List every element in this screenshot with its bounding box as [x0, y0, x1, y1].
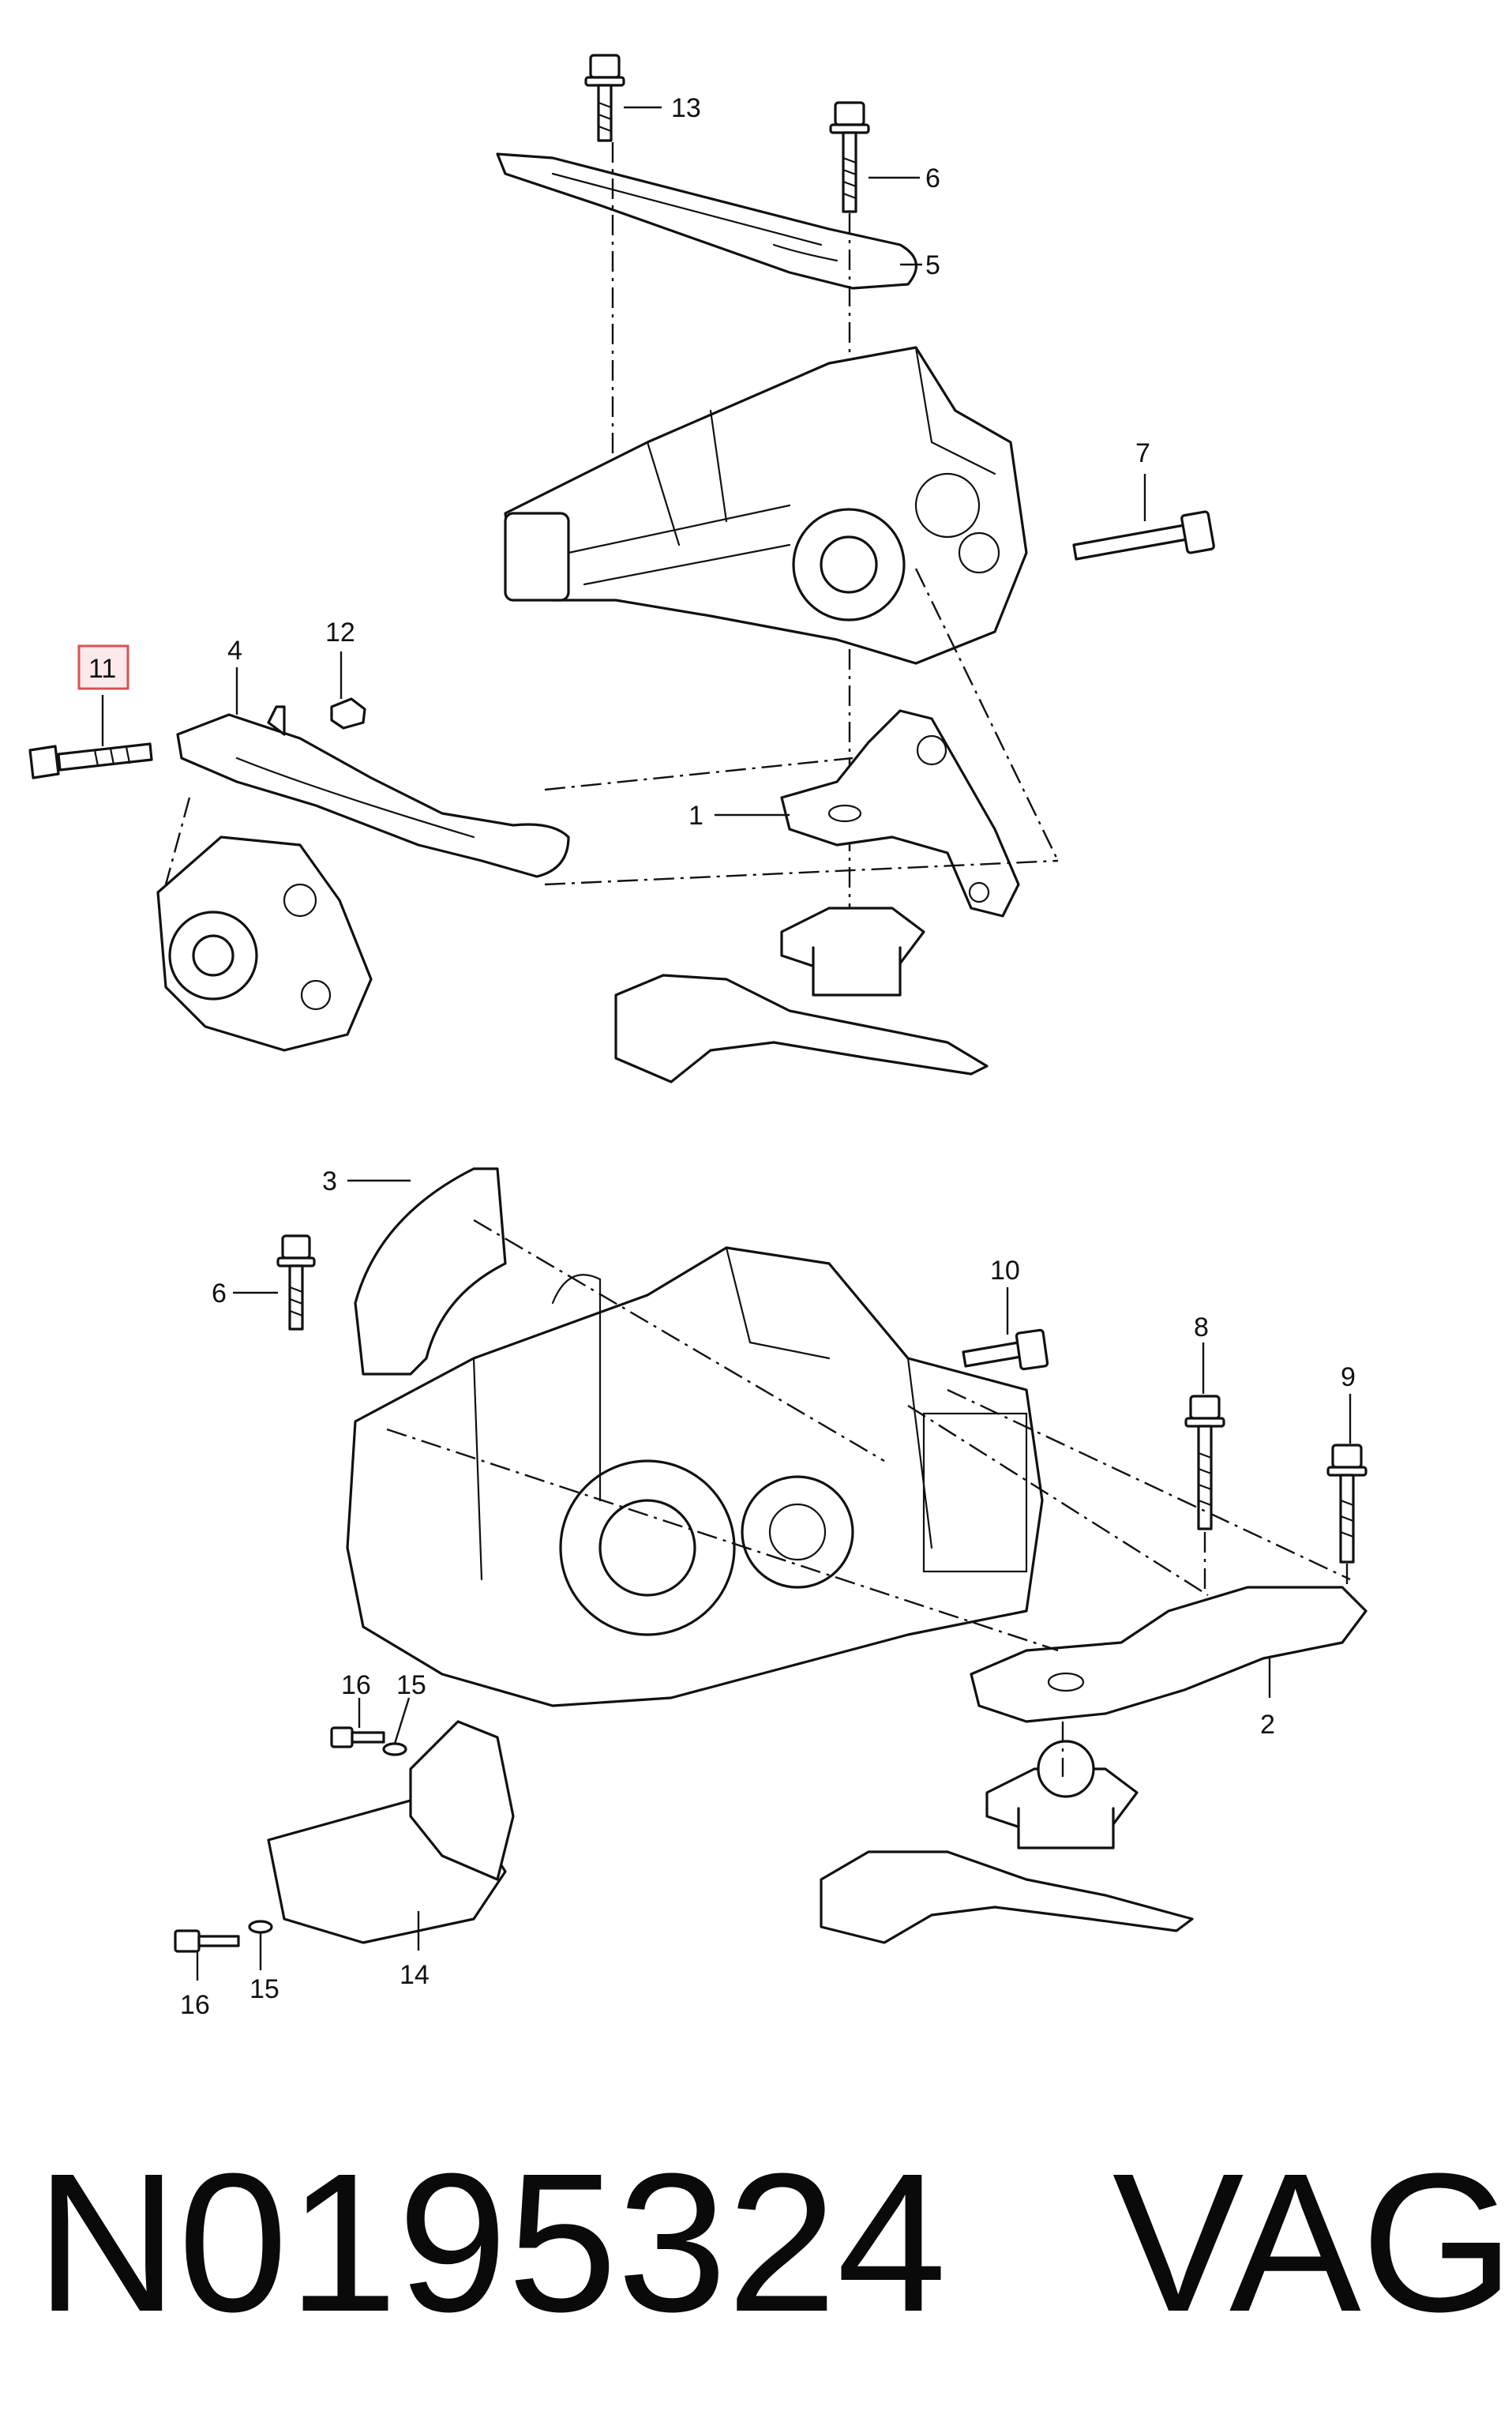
washer-15-upper	[382, 1742, 407, 1756]
bolt-8	[1184, 1395, 1225, 1530]
bracket-14-upper	[409, 1720, 515, 1881]
callout-3: 3	[322, 1166, 337, 1196]
bolt-16-lower	[174, 1929, 240, 1953]
callout-9: 9	[1341, 1362, 1356, 1392]
callout-8: 8	[1194, 1312, 1209, 1342]
callout-11-highlight[interactable]: 11	[77, 644, 129, 690]
callout-16-upper: 16	[341, 1670, 371, 1700]
bolt-7	[1072, 510, 1215, 561]
callout-10: 10	[990, 1256, 1020, 1286]
bolt-13	[584, 54, 625, 142]
bolt-10	[962, 1328, 1049, 1371]
bracket-2	[970, 1586, 1368, 1723]
callout-6-upper: 6	[925, 163, 940, 193]
bolt-11	[28, 742, 153, 779]
bracket-4	[176, 705, 570, 878]
part-number: N0195324	[36, 2132, 947, 2353]
callout-11: 11	[88, 654, 116, 684]
subframe-lower	[820, 1850, 1194, 1944]
leader-lines	[101, 106, 1352, 1981]
bolt-16-upper	[330, 1726, 385, 1748]
callout-1: 1	[688, 801, 703, 831]
rubber-mount-upper	[780, 907, 925, 997]
callout-7: 7	[1135, 438, 1150, 468]
callouts: 13 6 5 7 11 4 12 1 3 6 10 8 9 2 16 15 14…	[77, 93, 1356, 2020]
bolt-9	[1326, 1444, 1368, 1564]
cover-3	[354, 1167, 507, 1376]
callout-16-lower: 16	[180, 1990, 210, 2020]
callout-6-lower: 6	[212, 1279, 227, 1309]
callout-5: 5	[925, 250, 940, 280]
pump-housing	[156, 835, 373, 1052]
rubber-mount-lower	[985, 1740, 1139, 1849]
callout-4: 4	[227, 636, 242, 666]
callout-15-lower: 15	[249, 1974, 280, 2004]
bolt-6-lower	[276, 1234, 316, 1331]
washer-15-lower	[248, 1920, 273, 1934]
callout-13: 13	[671, 93, 701, 123]
part-caption: N0195324 VAG	[36, 2124, 1512, 2361]
bolt-6-upper	[829, 101, 870, 213]
callout-15-upper: 15	[396, 1670, 426, 1700]
exploded-parts-diagram: 13 6 5 7 11 4 12 1 3 6 10 8 9 2 16 15 14…	[28, 54, 1368, 2020]
lower-assembly	[174, 1167, 1368, 1953]
callout-12: 12	[325, 618, 355, 648]
upper-assembly	[28, 54, 1215, 1083]
transmission-upper	[504, 346, 1028, 665]
mount-1	[780, 709, 1020, 918]
subframe-upper	[614, 974, 989, 1083]
brand-name: VAG	[1112, 2132, 1512, 2353]
callout-2: 2	[1260, 1710, 1275, 1740]
callout-14: 14	[400, 1960, 430, 1990]
transmission-lower	[346, 1246, 1044, 1707]
highlight-box	[77, 644, 129, 690]
nut-12	[330, 697, 366, 730]
